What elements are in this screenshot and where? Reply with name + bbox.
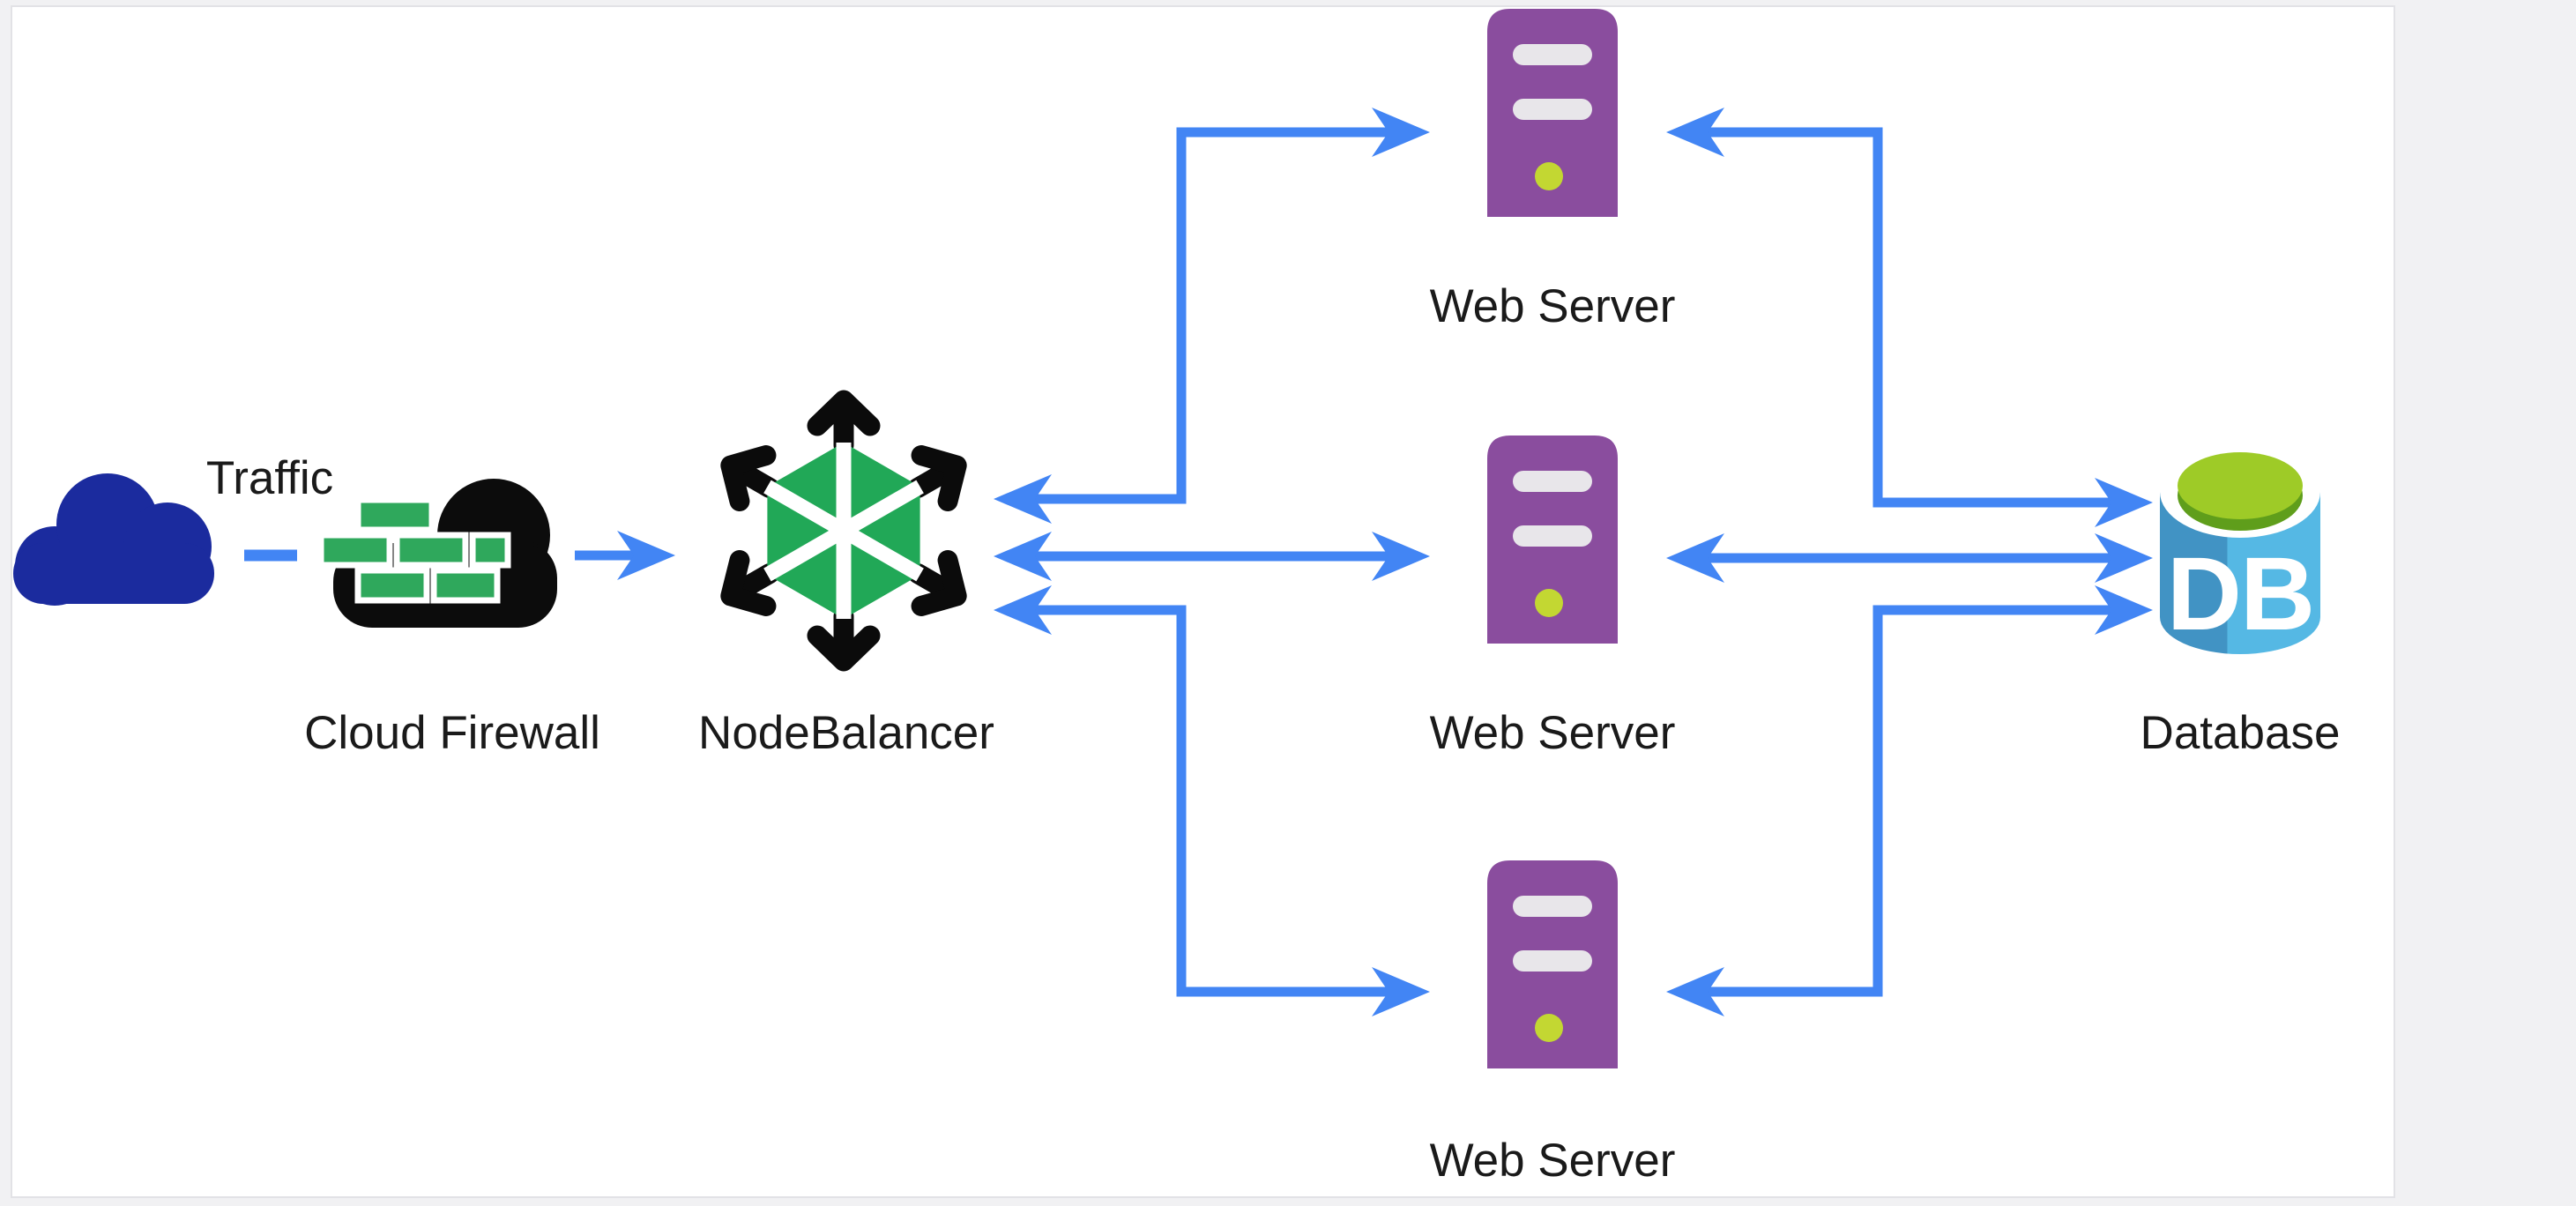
cloud-icon (13, 473, 214, 606)
web-server-label-1: Web Server (1430, 280, 1676, 332)
database-label: Database (2140, 707, 2341, 759)
edge-nodebalancer-webserver-1 (1013, 127, 1411, 504)
web-server-label-2: Web Server (1430, 707, 1676, 759)
nodebalancer-hexagon-icon (718, 400, 970, 661)
traffic-label: Traffic (206, 452, 333, 504)
edge-webserver-1-database (1686, 127, 2133, 508)
web-server-icon-1 (1487, 9, 1618, 217)
nodebalancer-label: NodeBalancer (698, 707, 994, 759)
web-server-icon-3 (1487, 860, 1618, 1068)
edge-nodebalancer-webserver-3 (1013, 605, 1411, 997)
cloud-firewall-label: Cloud Firewall (304, 707, 600, 759)
database-db-text: DB (2167, 536, 2313, 652)
connector-lines (244, 127, 2133, 997)
edge-webserver-3-database (1686, 605, 2133, 997)
web-server-label-3: Web Server (1430, 1135, 1676, 1187)
web-server-icon-2 (1487, 436, 1618, 644)
firewall-cloud-icon (317, 479, 557, 628)
database-cylinder-icon: DB (2160, 446, 2320, 654)
